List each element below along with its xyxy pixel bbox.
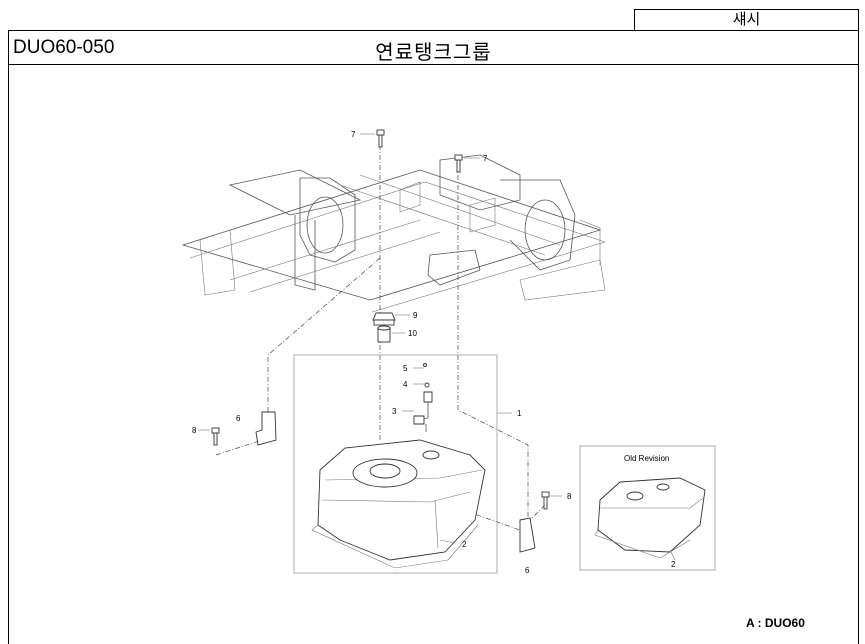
callout-8-right: 8: [567, 492, 572, 501]
part-group-code: DUO60-050: [13, 37, 115, 58]
callout-labels: 7 7 9 10 5 4 3 1 6 8 2 8 6 2 Old Revisio…: [192, 130, 676, 575]
callout-9: 9: [413, 311, 418, 320]
callout-10: 10: [408, 329, 417, 338]
callout-5: 5: [403, 364, 408, 373]
callout-2-main: 2: [462, 540, 467, 549]
bolt-left: [211, 427, 220, 446]
callout-1: 1: [517, 409, 522, 418]
callout-3: 3: [392, 407, 397, 416]
bolt-top-left: [376, 129, 385, 148]
callout-4: 4: [403, 380, 408, 389]
bolt-top-right: [454, 154, 463, 173]
category-box: 섀시: [634, 9, 859, 30]
callout-leaders: [198, 133, 562, 544]
fuel-tank: [311, 439, 486, 569]
category-label: 섀시: [732, 11, 761, 28]
model-label: A : DUO60: [746, 616, 805, 630]
callout-2-old: 2: [671, 560, 676, 569]
drawing-frame: [8, 64, 859, 644]
callout-8-left: 8: [192, 426, 197, 435]
page-title: 연료탱크그룹: [375, 42, 492, 64]
callout-7-top: 7: [351, 130, 356, 139]
fuel-sender-unit: [413, 363, 433, 432]
bolt-right: [541, 491, 550, 510]
tank-assembly-box: [293, 354, 498, 574]
callout-7-right: 7: [483, 154, 488, 163]
tank-bracket-left: [255, 411, 277, 446]
chassis-frame: [181, 154, 606, 313]
callout-6-right: 6: [525, 566, 530, 575]
header-bar: DUO60-050 연료탱크그룹: [8, 30, 859, 65]
old-revision-inset: [579, 445, 716, 571]
callout-6-left: 6: [236, 414, 241, 423]
old-revision-label: Old Revision: [624, 454, 669, 463]
filler-neck: [377, 325, 391, 343]
tank-bracket-right: [519, 517, 536, 553]
fuel-filler-cap: [372, 312, 396, 326]
